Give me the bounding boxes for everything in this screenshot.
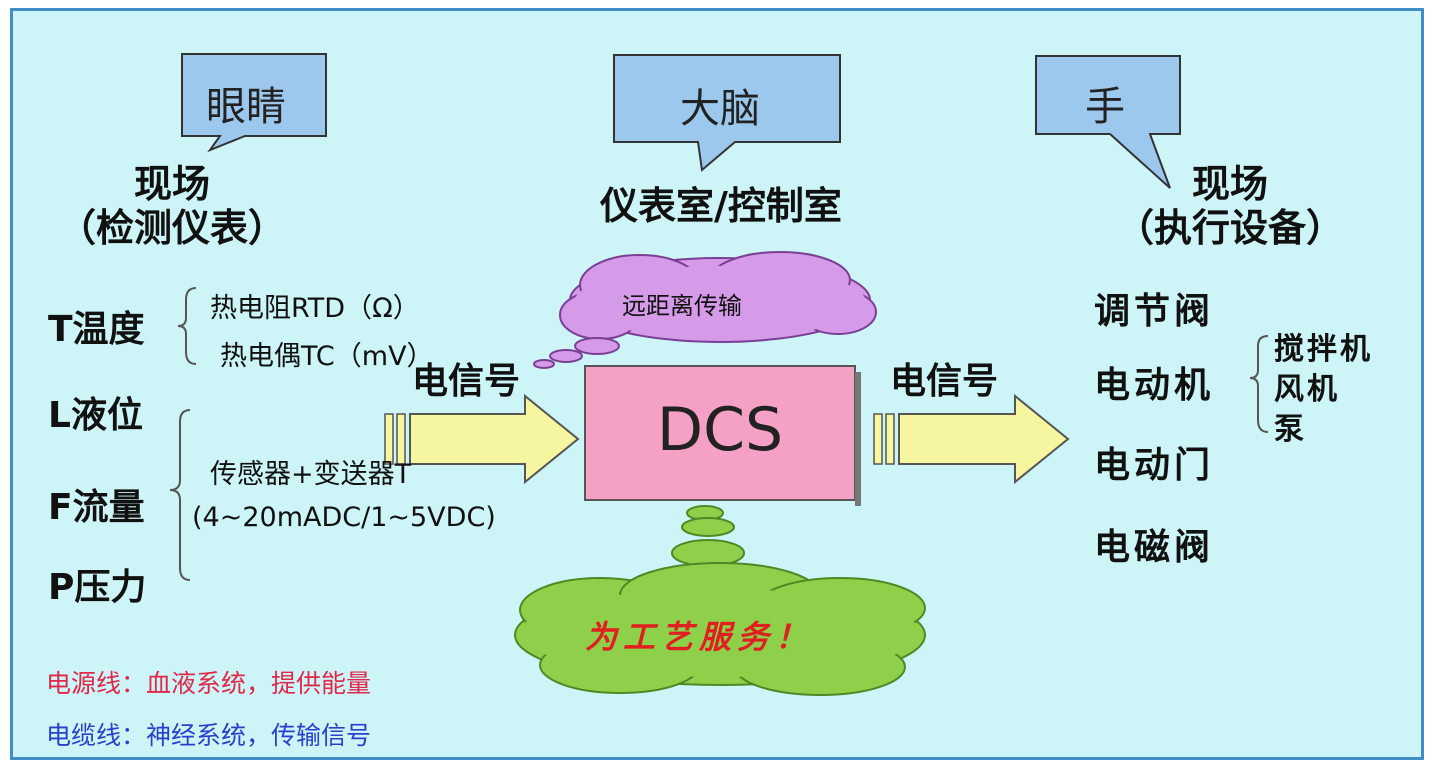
brain-label: 大脑 [680, 86, 760, 132]
sensor-brace [169, 409, 191, 581]
right-header: 现场 （执行设备） [1110, 162, 1350, 250]
temperature-label: T温度 [48, 309, 145, 350]
left-signal-arrow [384, 393, 580, 485]
actuator-motor: 电动机 [1094, 365, 1215, 406]
actuator-solenoid-valve: 电磁阀 [1094, 527, 1215, 568]
right-signal-label: 电信号 [890, 361, 999, 402]
rtd-label: 热电阻RTD（Ω） [210, 293, 420, 324]
pressure-label: P压力 [48, 567, 147, 608]
temperature-brace [177, 287, 197, 365]
brain-speech-bubble [613, 54, 841, 172]
thought-bubble-trail [533, 337, 620, 369]
green-thought-trail [671, 505, 745, 567]
dcs-box-shadow [855, 372, 861, 506]
legend-cable-line: 电缆线：神经系统，传输信号 [46, 721, 372, 750]
center-header: 仪表室/控制室 [600, 184, 842, 228]
left-header-line1: 现场 [133, 162, 210, 206]
signal-range-label: (4~20mADC/1~5VDC) [192, 502, 496, 533]
right-header-line1: 现场 [1191, 162, 1268, 206]
eyes-speech-bubble [181, 53, 327, 153]
motor-sub-pump: 泵 [1274, 412, 1307, 447]
process-service-label: 为工艺服务！ [585, 618, 814, 656]
right-signal-arrow [873, 393, 1070, 485]
motor-brace [1249, 335, 1269, 433]
remote-transmission-label: 远距离传输 [622, 292, 742, 320]
flow-label: F流量 [48, 487, 145, 528]
eyes-label: 眼睛 [206, 84, 286, 130]
left-signal-label: 电信号 [412, 361, 521, 402]
actuator-electric-door: 电动门 [1094, 445, 1215, 486]
right-header-line2: （执行设备） [1115, 206, 1344, 250]
left-header: 现场 （检测仪表） [52, 162, 292, 250]
legend-power-line: 电源线：血液系统，提供能量 [46, 669, 372, 698]
hand-speech-bubble [1035, 55, 1181, 189]
actuator-control-valve: 调节阀 [1094, 291, 1215, 332]
motor-sub-mixer: 搅拌机 [1274, 332, 1373, 367]
transmitter-label: 传感器+变送器T [210, 459, 412, 490]
left-header-line2: （检测仪表） [57, 206, 286, 250]
level-label: L液位 [48, 395, 143, 436]
dcs-label: DCS [656, 395, 784, 465]
cloud-puff [574, 266, 866, 338]
motor-sub-fan: 风机 [1274, 372, 1340, 407]
thermocouple-label: 热电偶TC（mV） [220, 341, 434, 372]
dcs-box [584, 365, 856, 501]
hand-label: 手 [1085, 84, 1125, 130]
